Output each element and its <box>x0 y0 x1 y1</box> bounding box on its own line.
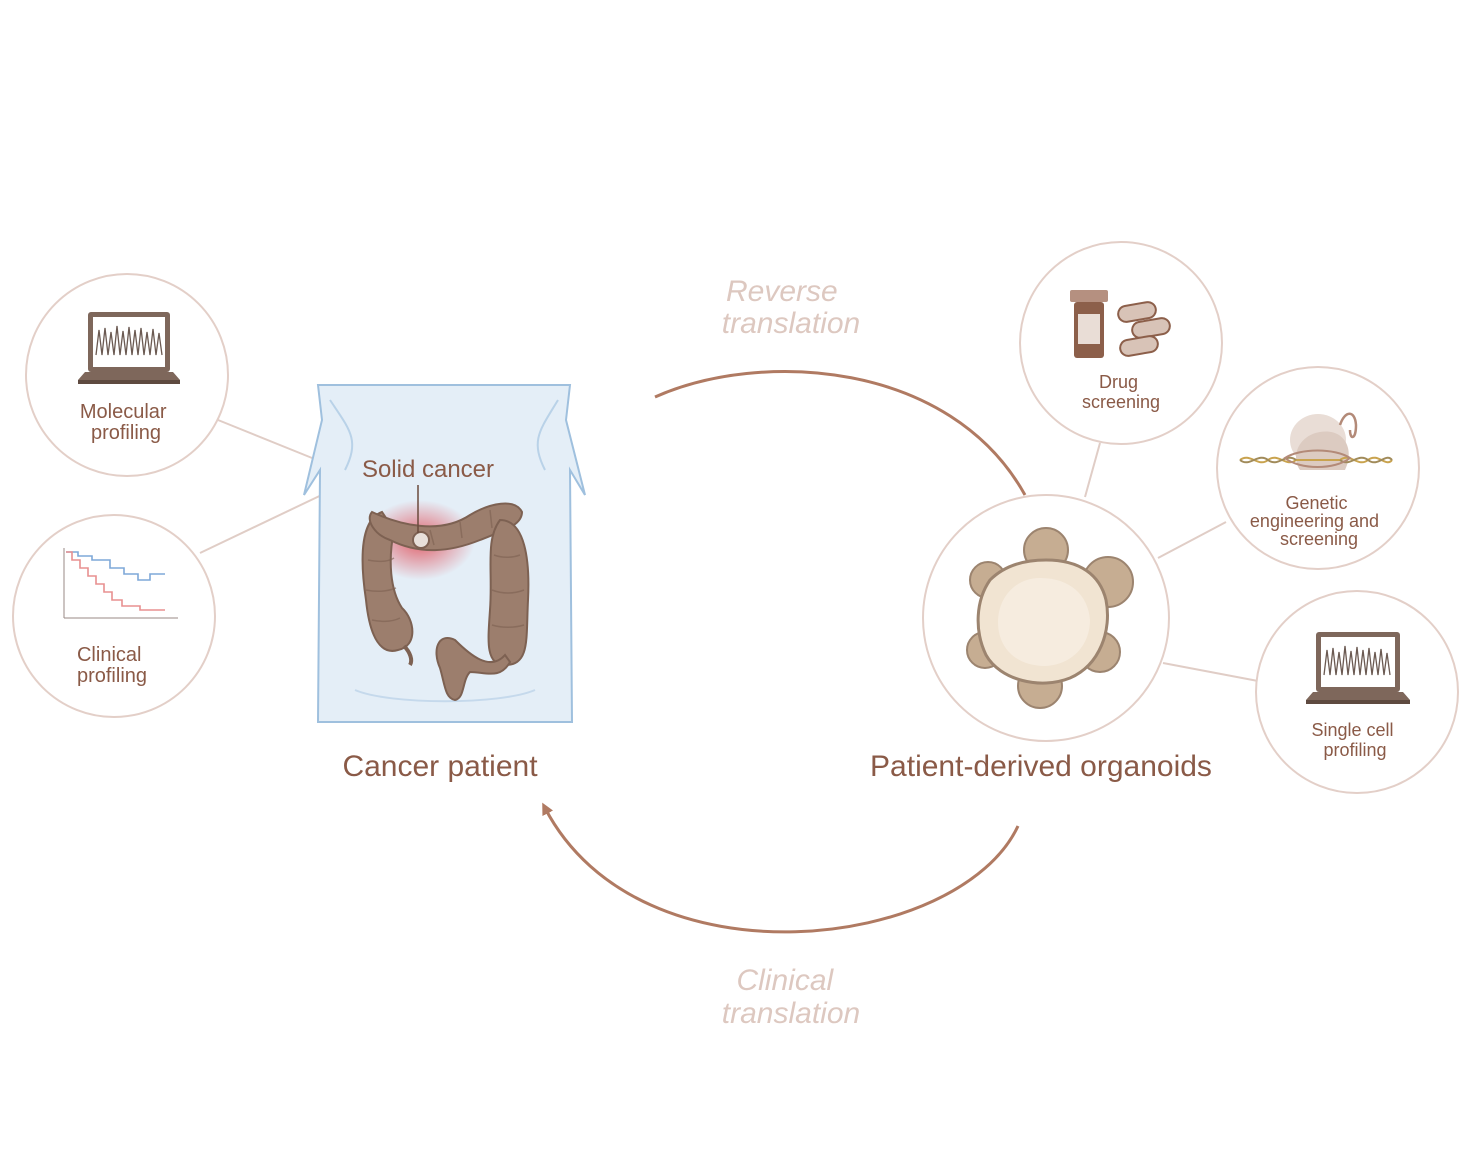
circle-genetic-engineering: Genetic engineering and screening <box>1216 366 1420 570</box>
colon-icon <box>361 485 530 702</box>
connector-single-cell <box>1162 662 1259 682</box>
pill-bottle-icon <box>1070 290 1108 358</box>
dna-crispr-icon <box>1239 412 1393 470</box>
laptop-icon <box>1306 632 1410 704</box>
organoid-icon <box>966 527 1134 709</box>
circle-drug-screening: Drug screening <box>1019 241 1223 445</box>
genetic-label: Genetic engineering and screening <box>1250 493 1384 549</box>
capsules-icon <box>1117 301 1171 357</box>
laptop-icon <box>78 312 180 384</box>
clinical-line2: translation <box>722 997 860 1030</box>
single-cell-label: Single cell profiling <box>1311 720 1398 760</box>
clinical-line1: Clinical <box>736 964 834 997</box>
tumor-icon <box>412 531 430 549</box>
molecular-label: Molecular profiling <box>80 401 172 444</box>
connector-genetic <box>1157 521 1227 559</box>
patient-title: Cancer patient <box>342 750 538 783</box>
survival-chart-icon <box>63 548 178 619</box>
circle-clinical-profiling: Clinical profiling <box>12 514 216 718</box>
clinical-translation-arrow <box>542 802 1020 934</box>
circle-single-cell-profiling: Single cell profiling <box>1255 590 1459 794</box>
drug-label: Drug screening <box>1082 372 1160 412</box>
clinical-translation-label: Clinical translation <box>722 964 860 1030</box>
reverse-translation-label: Reverse translation <box>722 275 860 340</box>
connector-molecular <box>217 419 323 463</box>
circle-molecular-profiling: Molecular profiling <box>25 273 229 477</box>
connector-clinical <box>199 490 331 554</box>
reverse-line2: translation <box>722 307 860 340</box>
reverse-line1: Reverse <box>726 275 838 308</box>
reverse-translation-arrow <box>654 370 1027 496</box>
tumor-label: Solid cancer <box>362 456 494 483</box>
organoids-title: Patient-derived organoids <box>870 750 1212 783</box>
connector-drug <box>1084 442 1101 498</box>
clinical-label: Clinical profiling <box>77 644 147 687</box>
